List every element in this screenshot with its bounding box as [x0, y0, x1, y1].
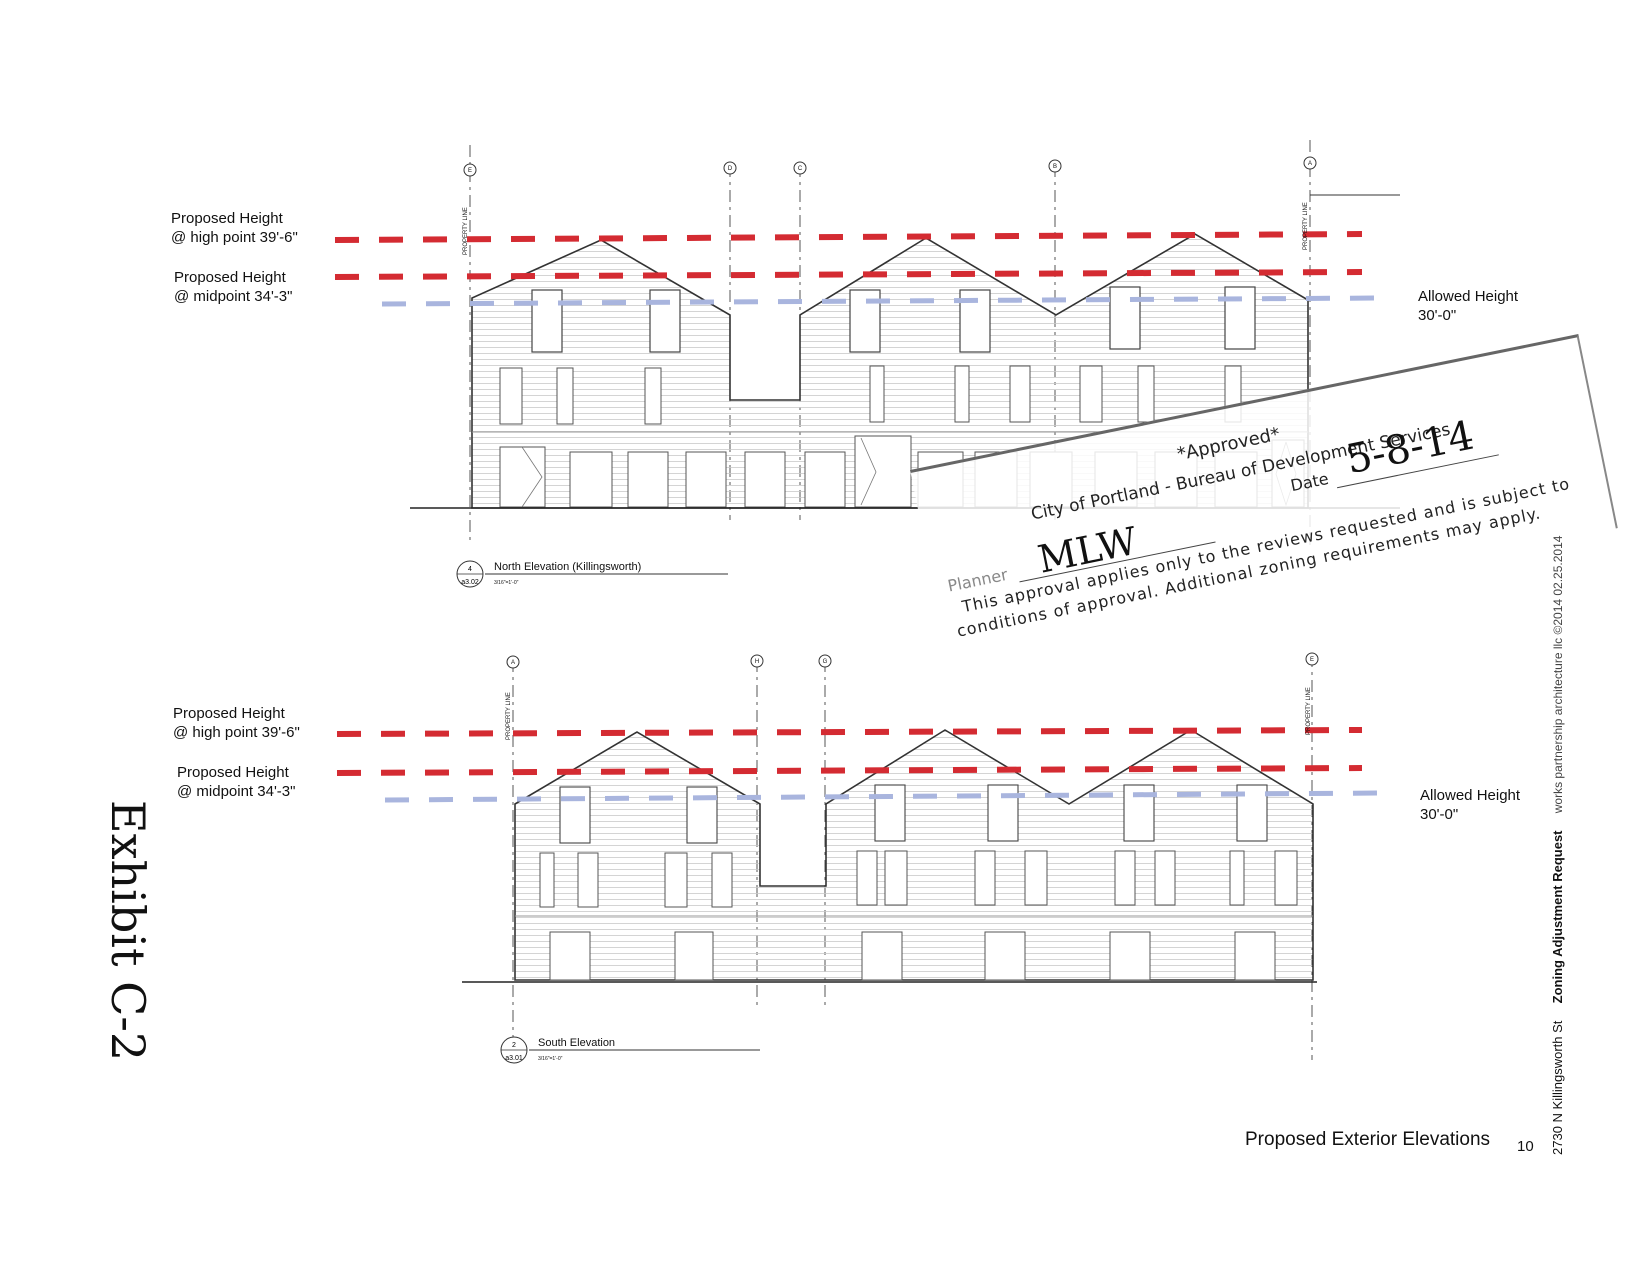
exhibit-label: Exhibit C-2: [101, 800, 155, 1062]
north-midpoint-value: @ midpoint 34'-3": [174, 288, 293, 305]
south-high-point-title: Proposed Height: [173, 705, 285, 722]
request-type: Zoning Adjustment Request: [1550, 830, 1565, 1004]
side-title-block: 2730 N Killingsworth St Zoning Adjustmen…: [1550, 536, 1565, 1155]
south-midpoint-title: Proposed Height: [177, 764, 289, 781]
north-grid-label-a: A: [1308, 161, 1312, 167]
south-elevation-title: South Elevation: [538, 1037, 615, 1049]
north-grid-bubbles: [463, 156, 1317, 177]
north-high-point-value: @ high point 39'-6": [171, 229, 298, 246]
north-allowed-height-value: 30'-0": [1418, 307, 1457, 324]
south-ground-floor-openings: [549, 931, 1276, 981]
south-grid-label-e: E: [1310, 657, 1314, 663]
south-property-line-label-right: PROPERTY LINE: [1306, 687, 1312, 735]
south-high-point-line: [336, 727, 1363, 737]
south-midpoint-value: @ midpoint 34'-3": [177, 783, 296, 800]
north-ref-number: 4: [468, 566, 472, 573]
south-grid-label-a: A: [511, 660, 515, 666]
south-second-floor-windows: [539, 850, 1298, 908]
page-number: 10: [1517, 1138, 1534, 1155]
north-elevation-title: North Elevation (Killingsworth): [494, 561, 641, 573]
south-property-line-label-left: PROPERTY LINE: [506, 692, 512, 740]
south-elevation-scale: 3/16"=1'-0": [538, 1056, 563, 1062]
south-grid-label-h: H: [755, 659, 759, 665]
south-allowed-height-value: 30'-0": [1420, 806, 1459, 823]
south-ref-number: 2: [512, 1042, 516, 1049]
north-elevation-scale: 3/16"=1'-0": [494, 580, 519, 586]
north-grid-label-d: D: [728, 166, 733, 172]
south-allowed-height-line: [384, 790, 1386, 803]
north-midpoint-title: Proposed Height: [174, 269, 286, 286]
north-allowed-height-title: Allowed Height: [1418, 288, 1519, 305]
sheet-title: Proposed Exterior Elevations: [1245, 1129, 1491, 1150]
south-grid-label-g: G: [823, 659, 828, 665]
north-grid-label-c: C: [798, 166, 803, 172]
south-midpoint-line: [336, 765, 1363, 776]
north-allowed-height-line: [381, 295, 1383, 307]
south-allowed-height-title: Allowed Height: [1420, 787, 1521, 804]
south-high-point-value: @ high point 39'-6": [173, 724, 300, 741]
north-grid-label-e: E: [468, 168, 472, 174]
north-high-point-line: [334, 231, 1363, 243]
north-high-point-title: Proposed Height: [171, 210, 283, 227]
north-sheet-number: a3.02: [461, 579, 479, 586]
south-elevation: A H G E PROPER: [336, 652, 1386, 1064]
firm-credit: works partnership architecture llc ©2014…: [1551, 535, 1565, 814]
north-property-line-label-right: PROPERTY LINE: [1303, 202, 1309, 250]
south-grid-bubbles: [506, 652, 1319, 669]
north-grid-label-b: B: [1053, 164, 1057, 170]
north-property-line-label-left: PROPERTY LINE: [463, 207, 469, 255]
north-midpoint-line: [334, 269, 1363, 280]
project-address: 2730 N Killingsworth St: [1550, 1020, 1565, 1155]
south-sheet-number: a3.01: [505, 1055, 523, 1062]
